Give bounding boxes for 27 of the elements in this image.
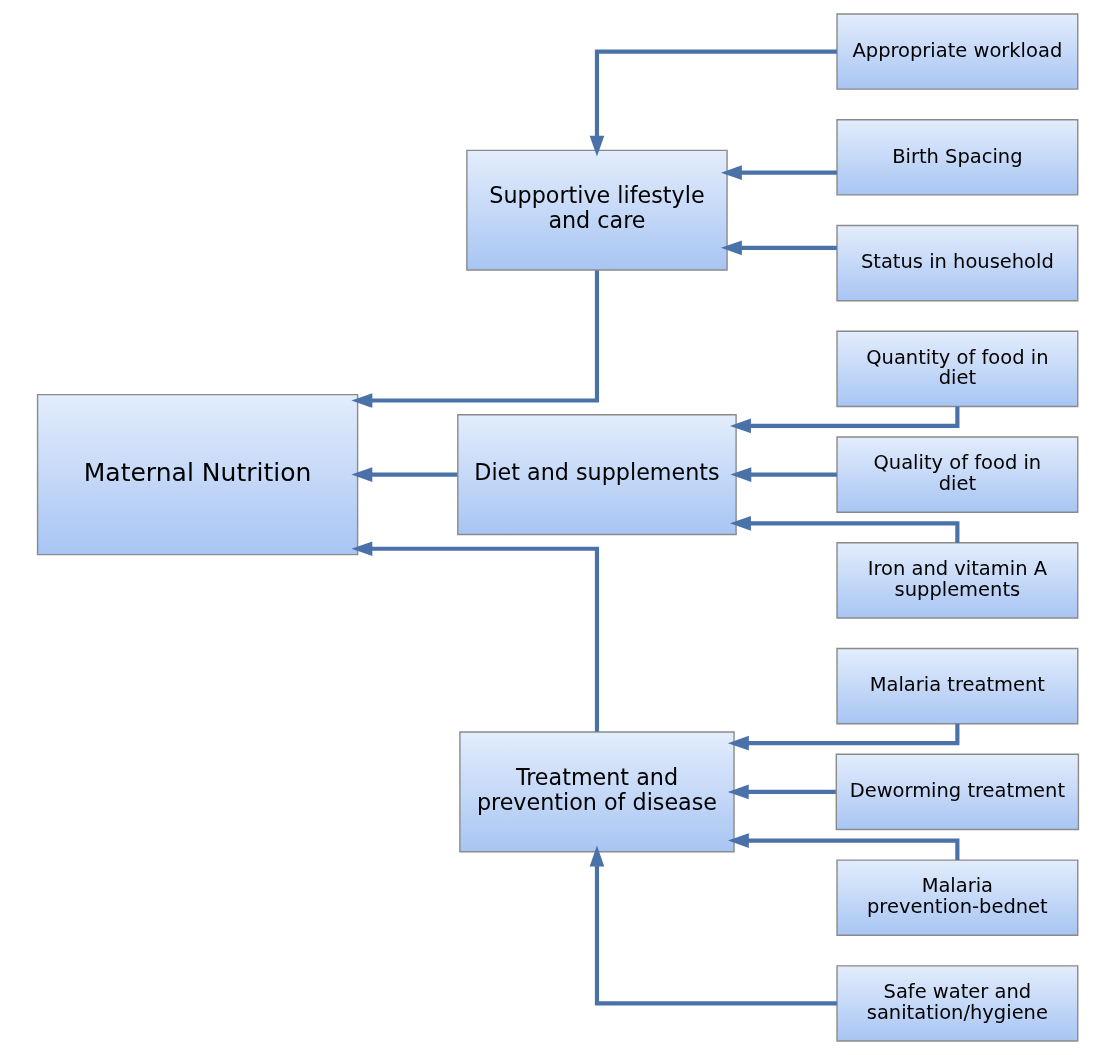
arrow	[730, 516, 960, 543]
node-box: Quality of food in diet	[836, 436, 1079, 513]
arrow	[720, 240, 837, 256]
arrow	[727, 723, 960, 751]
node-box: Malaria treatment	[836, 647, 1079, 725]
node-box: Birth Spacing	[836, 119, 1079, 196]
node-box: Status in household	[836, 224, 1079, 302]
node-box: Appropriate workload	[836, 13, 1079, 90]
node-box: Supportive lifestyle and care	[466, 149, 728, 271]
arrow	[351, 541, 600, 732]
arrow	[727, 833, 960, 860]
node-box: Quantity of food in diet	[836, 330, 1079, 408]
node-box: Malaria prevention-bednet	[836, 859, 1079, 936]
node-box: Treatment and prevention of disease	[459, 731, 735, 853]
arrow	[730, 406, 960, 434]
node-box: Maternal Nutrition	[36, 393, 359, 556]
arrow	[727, 784, 836, 800]
arrow	[720, 165, 837, 180]
node-box: Diet and supplements	[457, 414, 737, 536]
arrow	[351, 270, 600, 408]
node-box: Iron and vitamin A supplements	[836, 542, 1079, 619]
arrow	[730, 467, 837, 482]
arrow	[589, 845, 837, 1006]
arrow	[589, 49, 837, 157]
arrow	[351, 467, 458, 482]
node-box: Safe water and sanitation/hygiene	[836, 965, 1079, 1042]
node-box: Deworming treatment	[835, 753, 1080, 831]
